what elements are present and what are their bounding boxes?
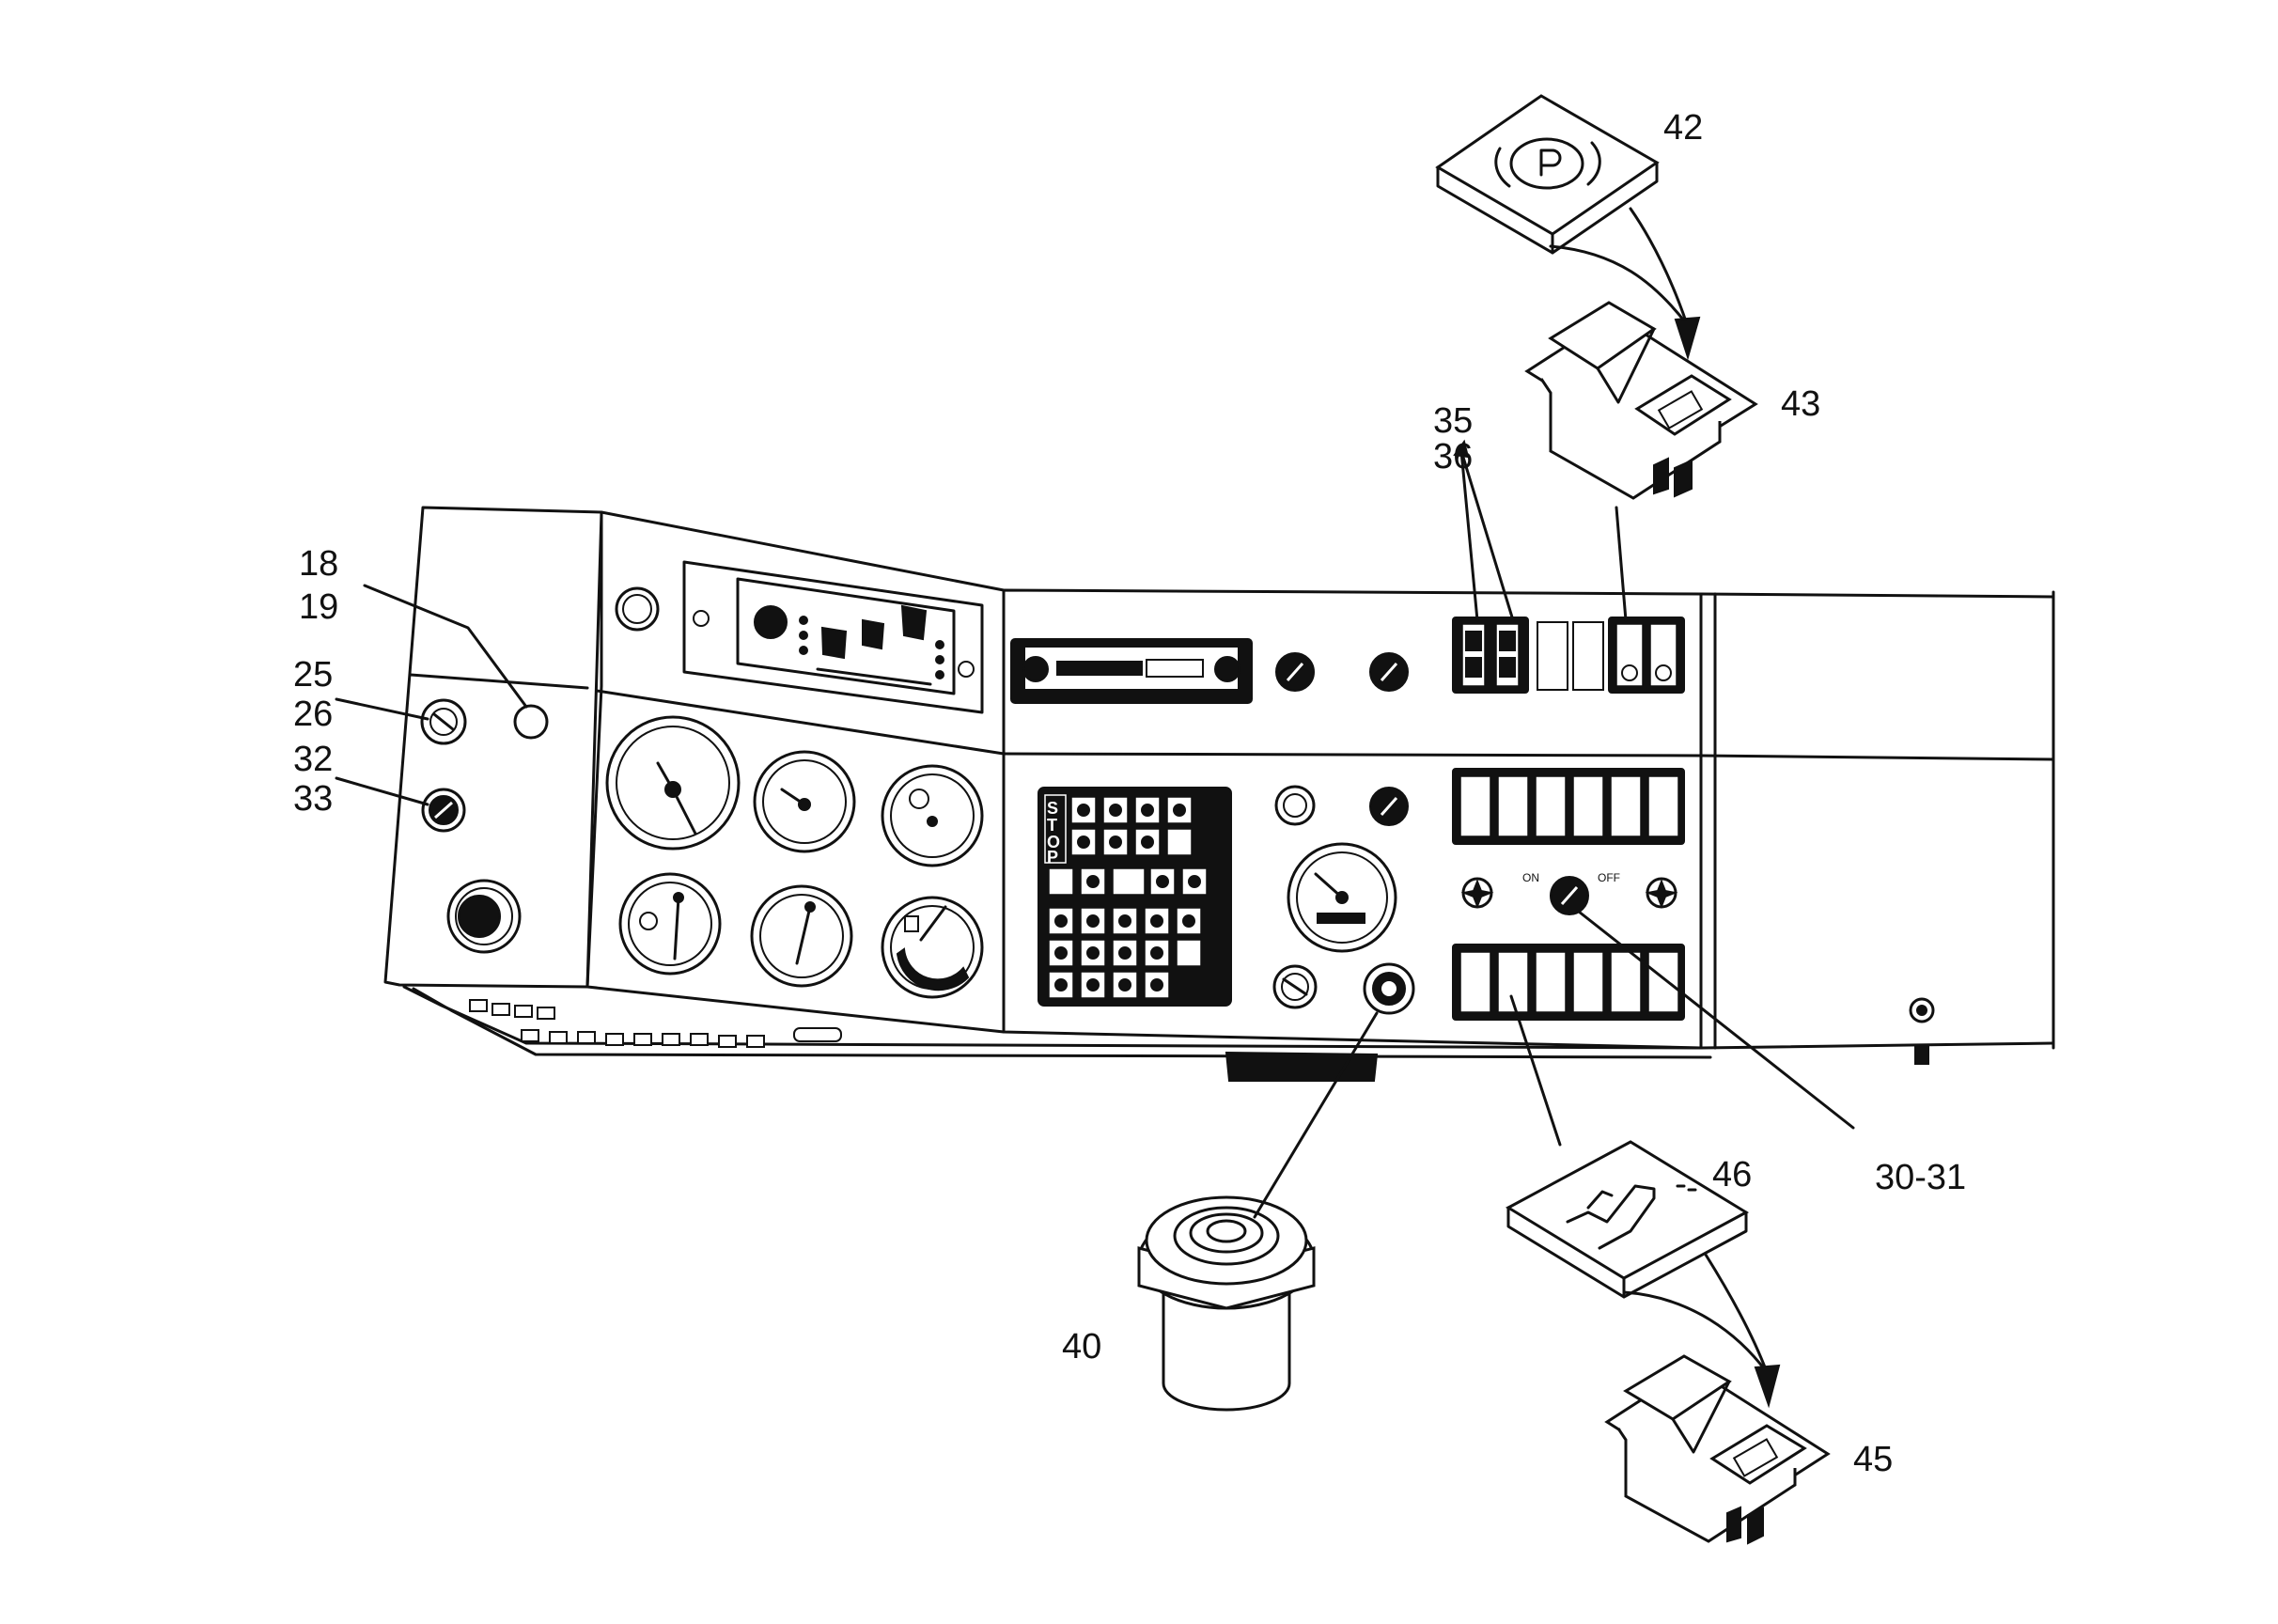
rocker-switch-43 <box>1524 301 1758 500</box>
parking-brake-cap-42 <box>1435 94 1660 255</box>
large-knob <box>446 879 522 954</box>
rotary-knob-c <box>1369 787 1409 826</box>
rotary-knob-b <box>1369 652 1409 692</box>
callout-26: 26 <box>293 695 333 734</box>
ignition-key-switch <box>1272 964 1318 1009</box>
fuse-strip <box>469 999 842 1048</box>
svg-text:T: T <box>1047 816 1057 835</box>
indicator-lamp <box>1274 785 1316 826</box>
on-off-switch-row: ON OFF <box>1460 871 1678 915</box>
gauge-4 <box>618 872 722 976</box>
callout-32: 32 <box>293 740 333 779</box>
callout-42: 42 <box>1663 108 1703 148</box>
callout-18: 18 <box>299 544 338 584</box>
callout-19: 19 <box>299 587 338 627</box>
callout-45: 45 <box>1853 1440 1893 1479</box>
radio-cassette <box>1010 638 1253 704</box>
switch-block-35-36 <box>1452 617 1529 694</box>
callout-30-31: 30-31 <box>1875 1158 1966 1197</box>
gauge-3 <box>881 764 984 867</box>
push-button-40 <box>1363 962 1415 1015</box>
rotary-knob-a <box>1275 652 1315 692</box>
callout-25: 25 <box>293 655 333 695</box>
blank-switch-slots <box>1537 621 1604 691</box>
switch-cap-46 <box>1505 1140 1750 1299</box>
push-button-40-detail <box>1137 1195 1316 1412</box>
gauge-5 <box>750 884 853 988</box>
callout-43: 43 <box>1781 384 1820 424</box>
callout-33: 33 <box>293 779 333 819</box>
leader-lines <box>335 439 1855 1219</box>
tachometer-gauge <box>605 715 741 851</box>
callout-35: 35 <box>1433 401 1473 441</box>
callout-36: 36 <box>1433 437 1473 476</box>
svg-text:O: O <box>1047 833 1060 851</box>
stop-label: S <box>1047 799 1058 818</box>
rotary-switch-25-26 <box>420 698 467 745</box>
callout-46: 46 <box>1712 1155 1752 1195</box>
on-label: ON <box>1522 871 1539 884</box>
lever-control-module <box>682 560 984 714</box>
warning-lamp-19 <box>513 704 549 740</box>
svg-text:P: P <box>1047 848 1058 867</box>
callout-40: 40 <box>1062 1327 1101 1366</box>
callout-labels: 18 19 25 26 32 33 35 36 42 43 40 46 45 3… <box>293 108 1966 1479</box>
gauge-2 <box>753 750 856 853</box>
arrow-42-to-43 <box>1549 207 1701 361</box>
right-panel <box>1699 590 2055 1065</box>
off-label: OFF <box>1598 871 1620 884</box>
panel-knob-top <box>615 586 660 632</box>
fuel-gauge <box>881 896 984 999</box>
rotary-knob-32-33 <box>421 788 466 833</box>
rocker-switch-45 <box>1604 1354 1831 1545</box>
rocker-switch-43-block <box>1608 617 1685 694</box>
rocker-bank-upper <box>1452 768 1685 845</box>
arrow-46-to-45 <box>1622 1253 1781 1409</box>
speedometer-gauge <box>1287 842 1397 953</box>
rocker-bank-lower <box>1452 944 1685 1021</box>
warning-light-cluster: S T O P <box>1038 787 1232 1007</box>
